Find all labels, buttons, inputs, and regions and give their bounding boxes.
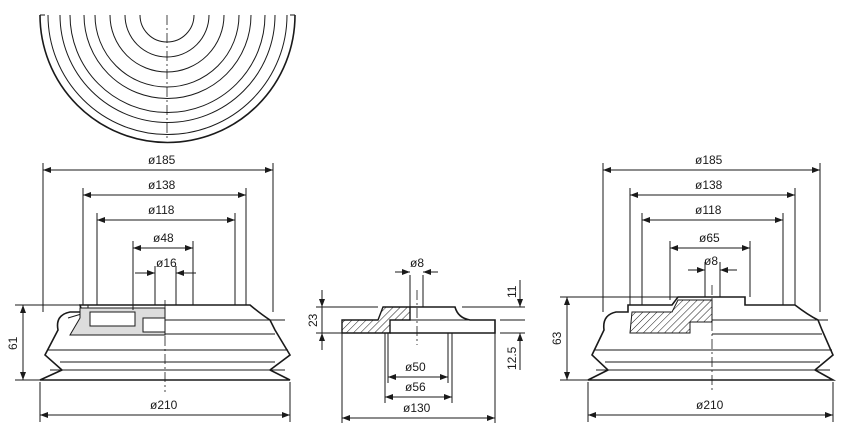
middle-view-labels: ø8 23 11 12.5 ø50 ø56 ø130: [306, 256, 519, 415]
dim-d185: ø185: [148, 153, 176, 167]
top-view: [39, 14, 296, 144]
right-view-labels: ø185 ø138 ø118 ø65 ø8 ø210 63: [550, 153, 724, 412]
dim-d48: ø48: [153, 231, 174, 245]
right-view: [560, 163, 837, 422]
dim-d118: ø118: [695, 203, 722, 217]
dim-d118: ø118: [148, 203, 175, 217]
dim-d138: ø138: [695, 178, 723, 192]
middle-view: [316, 269, 525, 423]
dim-h11: 11: [505, 285, 519, 298]
dim-d56: ø56: [405, 380, 426, 394]
dim-d138: ø138: [148, 178, 176, 192]
dim-d50: ø50: [405, 360, 426, 374]
left-view-labels: ø185 ø138 ø118 ø48 ø16 ø210 61: [6, 153, 178, 412]
dim-d185: ø185: [695, 153, 723, 167]
dim-h12-5: 12.5: [505, 346, 519, 370]
dim-d210: ø210: [150, 398, 178, 412]
dim-d130: ø130: [403, 401, 431, 415]
dim-d16: ø16: [156, 256, 177, 270]
dim-d8: ø8: [704, 254, 718, 268]
dim-d65: ø65: [699, 231, 720, 245]
dim-h23: 23: [306, 313, 320, 327]
dim-h63: 63: [550, 331, 564, 345]
dim-d8: ø8: [410, 256, 424, 270]
dim-d210: ø210: [696, 398, 724, 412]
left-view: [15, 163, 292, 422]
dim-h61: 61: [6, 336, 20, 350]
